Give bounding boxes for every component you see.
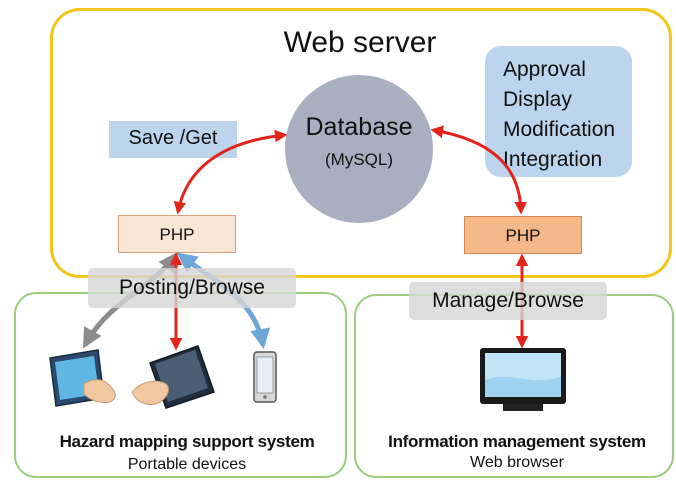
arrow-db-php-left (173, 129, 288, 215)
monitor-icon (480, 348, 566, 411)
manage-browse-label: Manage/Browse (432, 289, 584, 312)
tablet-hand-icon (131, 345, 215, 409)
database-label: Database (305, 113, 413, 141)
hazard-system-title: Hazard mapping support system (59, 432, 315, 451)
operation-modification: Modification (503, 118, 616, 141)
web-server-title: Web server (283, 26, 437, 59)
arrow-db-php-right (430, 125, 528, 215)
database-node (285, 75, 433, 223)
info-system-title: Information management system (388, 432, 646, 451)
tablet-touch-icon (49, 349, 116, 407)
operation-display: Display (503, 88, 572, 111)
operation-approval: Approval (503, 58, 586, 81)
info-system-subtitle: Web browser (470, 454, 564, 471)
web-server-container (50, 8, 672, 278)
php-left-label: PHP (159, 225, 195, 244)
database-sublabel: (MySQL) (325, 150, 393, 169)
php-right-label: PHP (505, 226, 541, 245)
php-left-box (118, 215, 236, 253)
posting-browse-box (88, 268, 296, 308)
manage-browse-box (409, 282, 607, 320)
hazard-system-subtitle: Portable devices (127, 456, 247, 473)
posting-browse-label: Posting/Browse (119, 276, 265, 299)
operation-integration: Integration (503, 148, 603, 171)
smartphone-icon (253, 351, 277, 403)
